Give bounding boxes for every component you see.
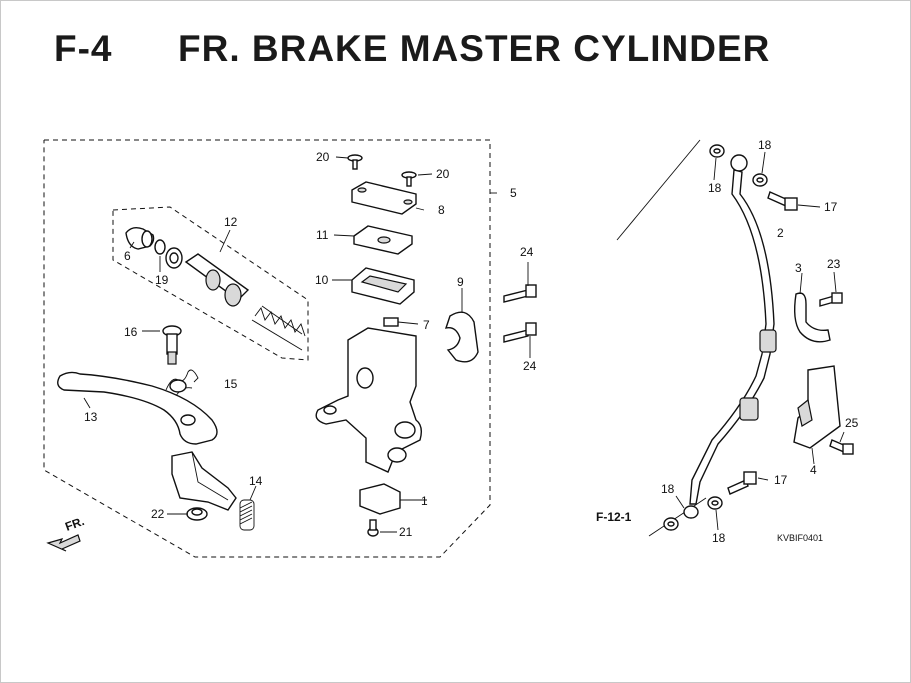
callout-17b: 17 [774,473,788,487]
callout-7: 7 [423,318,430,332]
diagram-title: FR. BRAKE MASTER CYLINDER [178,28,771,69]
callout-20a: 20 [316,150,330,164]
callout-4: 4 [810,463,817,477]
callout-23: 23 [827,257,841,271]
oil-bolt-part-a [767,191,798,211]
diaphragm-plate-part [353,225,413,255]
callout-18d: 18 [712,531,726,545]
callout-24a: 24 [520,245,534,259]
brake-lever-part [57,371,218,445]
callout-16: 16 [124,325,138,339]
piston-kit-boundary [112,206,309,361]
hose-boundary-top [616,139,701,241]
callout-13: 13 [84,410,98,424]
cap-screw-part-b [401,171,417,187]
section-code: F-4 [54,28,113,69]
callout-3: 3 [795,261,802,275]
callout-22: 22 [151,507,165,521]
piston-spring-part [251,305,306,351]
boot-part [125,226,155,250]
hose-boundary-bottom [648,497,707,537]
callout-2: 2 [777,226,784,240]
callout-25: 25 [845,416,859,430]
master-cylinder-body [315,327,423,473]
clamp-bolt-part [819,292,843,307]
diaphragm-part [351,267,415,305]
callout-8: 8 [438,203,445,217]
callout-14: 14 [249,474,263,488]
drawing-code-label: KVBIF0401 [777,533,823,543]
callout-17a: 17 [824,200,838,214]
switch-screw-part [367,519,379,537]
cross-reference-label: F-12-1 [596,510,632,524]
circlip-part [154,239,183,269]
guide-bolt-part [829,439,854,455]
holder-bolt-part-b [503,322,537,343]
lever-spring-part [165,369,199,397]
lever-bracket-part [171,451,237,511]
holder-bolt-part-a [503,284,537,303]
callout-18c: 18 [661,482,675,496]
callout-9: 9 [457,275,464,289]
callout-18b: 18 [758,138,772,152]
callout-10: 10 [315,273,329,287]
callout-20b: 20 [436,167,450,181]
hose-guide-part [793,365,841,449]
callout-1: 1 [421,494,428,508]
sealing-washer-part-a [709,144,725,158]
nut-part [186,507,208,521]
hose-clamp-part [793,292,831,343]
sealing-washer-part-c [663,517,679,531]
sealing-washer-part-b [752,173,768,187]
bleeder-part [383,317,399,327]
leader-lines [83,151,845,533]
pivot-bolt-part [162,325,182,365]
callout-15: 15 [224,377,238,391]
callout-12: 12 [224,215,238,229]
front-arrow-label: FR. [63,514,86,534]
piston-part [184,253,250,307]
callout-19: 19 [155,273,169,287]
assembly-boundary [43,139,491,558]
brake-hose-part [683,154,777,519]
holder-part [444,311,479,363]
front-direction-arrow [46,534,81,552]
sealing-washer-part-d [707,496,723,510]
callout-24b: 24 [523,359,537,373]
callout-18a: 18 [708,181,722,195]
cap-screw-part-a [347,154,363,170]
stop-switch-part [359,483,401,515]
switch-spring-part [239,499,255,531]
callout-21: 21 [399,525,413,539]
reservoir-cap-part [351,181,417,215]
oil-bolt-part-b [727,471,757,495]
callout-6: 6 [124,249,131,263]
callout-5: 5 [510,186,517,200]
callout-11: 11 [316,228,329,242]
